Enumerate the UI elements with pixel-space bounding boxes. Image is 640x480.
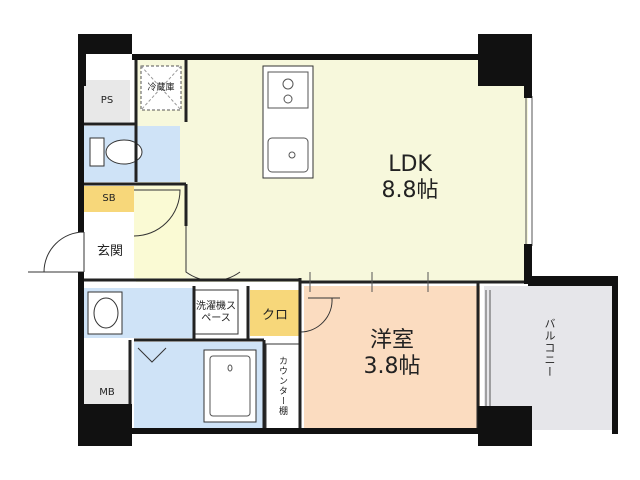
closet [250, 290, 300, 336]
toilet-icon [89, 137, 143, 167]
kitchen-counter-icon [262, 65, 314, 179]
bathtub-icon [203, 349, 257, 423]
sliding-doors [309, 96, 533, 426]
western-label: 洋室 3.8帖 [342, 328, 442, 380]
shoe-box [84, 186, 134, 212]
washer-space [193, 289, 239, 335]
ldk-size: 8.8帖 [381, 178, 439, 203]
western-name: 洋室 [369, 328, 414, 353]
balcony-label: バルコニー [543, 318, 556, 378]
fridge-icon [140, 65, 182, 111]
western-size: 3.8帖 [363, 354, 421, 379]
closet-label: クロ [261, 308, 288, 323]
wash-basin-icon [87, 291, 123, 335]
ps-box [84, 80, 130, 122]
ldk-label: LDK 8.8帖 [360, 152, 460, 204]
sb-label: SB [102, 193, 116, 204]
counter-label: カウンター棚 [277, 356, 287, 416]
fridge-label: 冷蔵庫 [147, 83, 175, 93]
door-swings [28, 189, 340, 333]
washer-label: 洗濯機スペース [196, 301, 236, 324]
ps-label: PS [100, 95, 114, 106]
entrance-floor [134, 186, 186, 278]
ldk-room [136, 60, 528, 282]
bath-vent-icon [137, 347, 167, 363]
entrance-label: 玄関 [96, 244, 123, 259]
outer-walls [78, 34, 618, 446]
ldk-name: LDK [388, 152, 432, 177]
western-room [304, 286, 480, 430]
mb-label: MB [99, 387, 115, 398]
